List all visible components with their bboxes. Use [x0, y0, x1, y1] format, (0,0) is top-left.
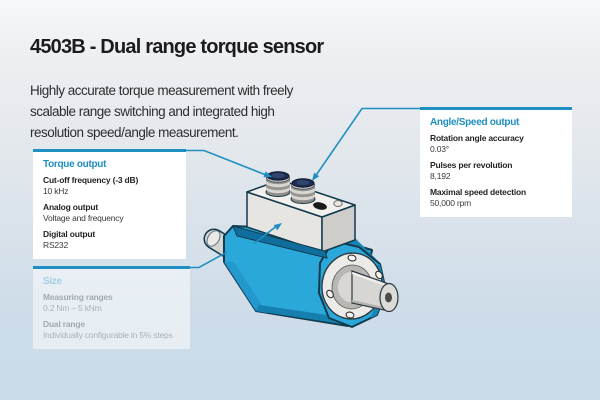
- callout-size-title: Size: [43, 276, 62, 287]
- page-description-line-3: resolution speed/angle measurement.: [30, 125, 239, 140]
- sensor-output-shaft: [351, 270, 399, 313]
- callout-angle-speed-body: Angle/Speed output Rotation angle accura…: [430, 117, 562, 209]
- sensor-top-rim: [232, 225, 328, 259]
- callout-torque-body: Torque output Cut-off frequency (-3 dB) …: [43, 159, 176, 251]
- connector-torque: [265, 171, 291, 197]
- top-plate-slot: [313, 202, 327, 210]
- sensor-face-plate: [321, 252, 383, 320]
- callout-angle-speed-title: Angle/Speed output: [430, 117, 520, 128]
- callout-torque-output: Torque output Cut-off frequency (-3 dB) …: [33, 149, 186, 259]
- spec-rotation-angle-accuracy: Rotation angle accuracy 0.03°: [430, 133, 524, 154]
- sensor-left-shaft-stub: [203, 228, 243, 261]
- sensor-front-flange: [318, 240, 387, 328]
- arrowhead-angle-speed: [312, 172, 320, 181]
- spec-maximal-speed-detection: Maximal speed detection 50,000 rpm: [430, 187, 527, 208]
- leader-line-electronics: [253, 225, 277, 245]
- electronics-box: [246, 179, 356, 253]
- top-plate-plug: [333, 200, 343, 207]
- arrowhead-electronics: [273, 223, 282, 231]
- spec-analog-output: Analog output Voltage and frequency: [43, 202, 124, 223]
- leader-line-angle-speed: [313, 107, 420, 178]
- spec-measuring-ranges: Measuring ranges 0.2 Nm – 5 kNm: [43, 292, 113, 313]
- page-description: Highly accurate torque measurement with …: [30, 80, 293, 143]
- callout-size: Size Measuring ranges 0.2 Nm – 5 kNm Dua…: [33, 266, 190, 349]
- leader-line-torque: [186, 149, 267, 176]
- spec-dual-range: Dual range Individually configurable in …: [43, 319, 173, 340]
- shaft-center-hole: [385, 292, 392, 303]
- spec-digital-output: Digital output RS232: [43, 229, 95, 250]
- callout-angle-speed-output: Angle/Speed output Rotation angle accura…: [420, 107, 572, 217]
- arrowhead-torque: [263, 171, 272, 178]
- page-description-line-2: scalable range switching and integrated …: [30, 104, 275, 119]
- page-title: 4503B - Dual range torque sensor: [30, 36, 324, 58]
- spec-pulses-per-revolution: Pulses per revolution 8,192: [430, 160, 513, 181]
- leader-arrowheads: [263, 171, 320, 231]
- callout-size-body: Size Measuring ranges 0.2 Nm – 5 kNm Dua…: [43, 276, 180, 341]
- bolt-holes: [326, 254, 383, 319]
- leader-line-size: [190, 251, 228, 269]
- page-description-line-1: Highly accurate torque measurement with …: [30, 83, 293, 98]
- callout-torque-title: Torque output: [43, 159, 107, 170]
- spec-cutoff-frequency: Cut-off frequency (-3 dB) 10 kHz: [43, 175, 139, 196]
- sensor-body: [223, 225, 380, 327]
- connector-angle-speed: [290, 178, 316, 204]
